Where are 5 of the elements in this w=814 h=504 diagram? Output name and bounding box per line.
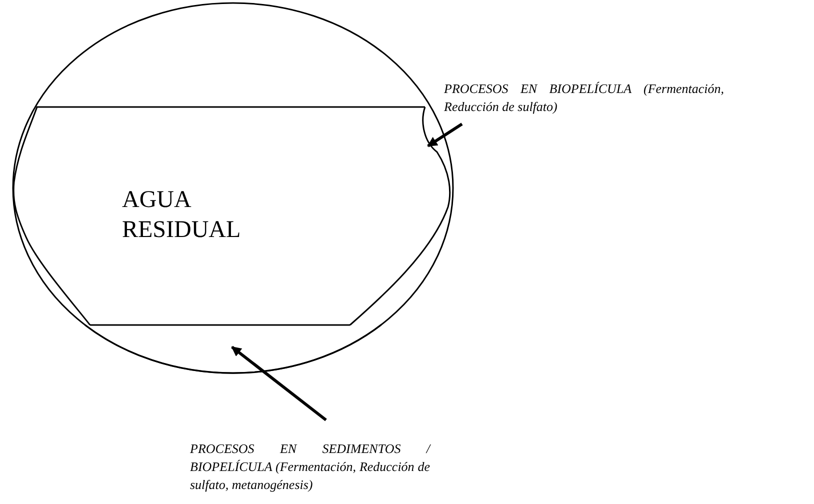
annotation-text: PROCESOS EN SEDIMENTOS / BIOPELÍCULA (Fermentación, Reducción de sulfato, metanogénesis) [190, 440, 430, 494]
leader-line [427, 122, 463, 148]
leader-line [231, 346, 327, 422]
region-label: AGUA RESIDUAL [122, 186, 242, 245]
annotation-text: PROCESOS EN BIOPELÍCULA (Fermentación, Reducción de sulfato) [444, 80, 724, 116]
